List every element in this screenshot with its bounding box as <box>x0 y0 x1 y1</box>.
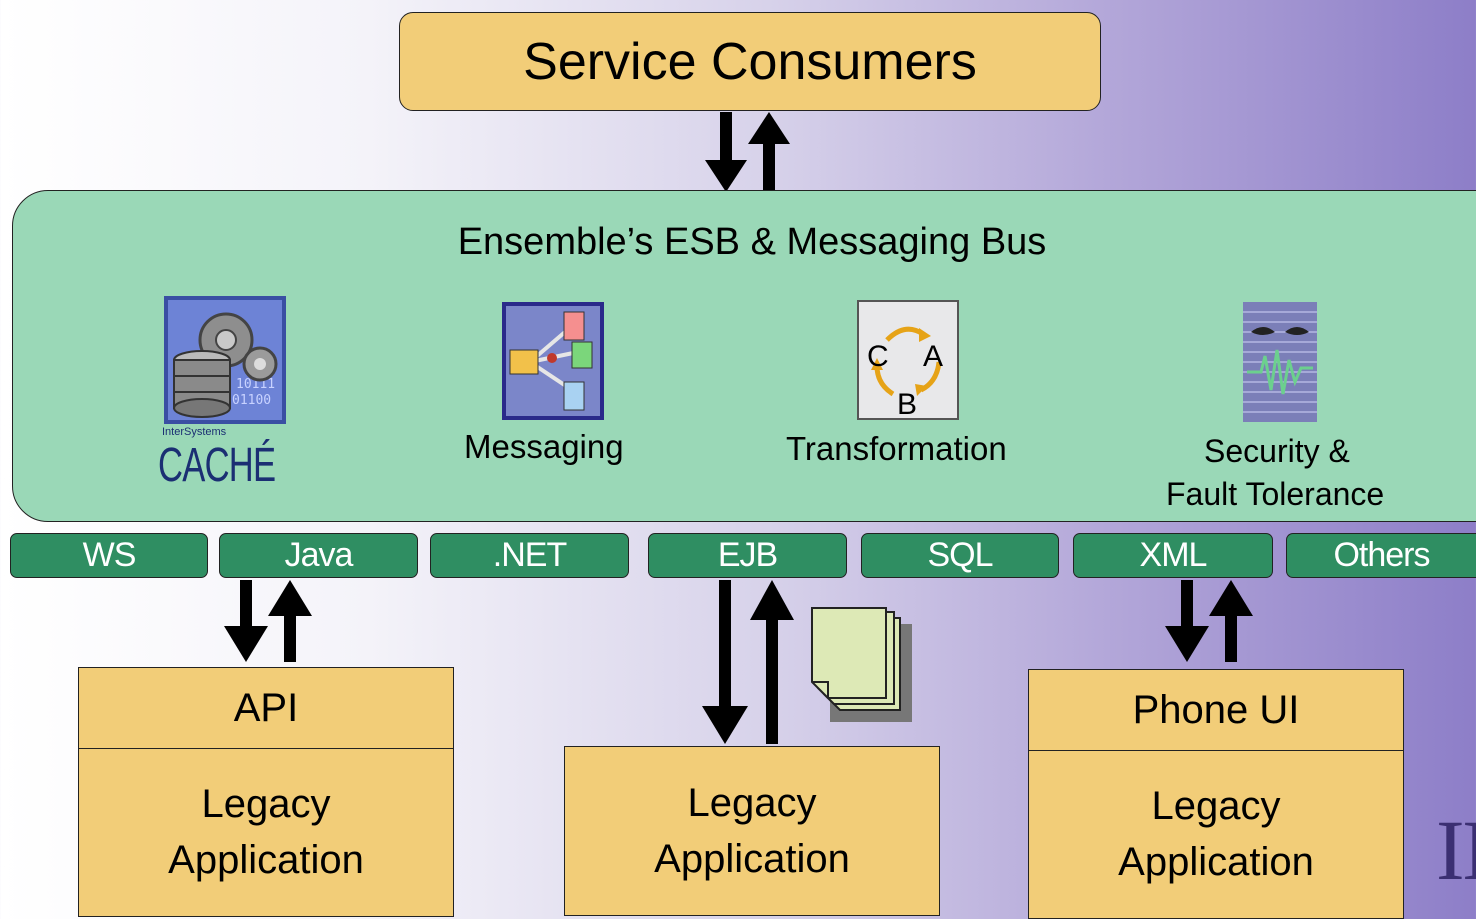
connector-others[interactable]: Others <box>1286 533 1476 578</box>
ejb-legacy-arrows <box>702 580 794 744</box>
connector-dotnet[interactable]: .NET <box>430 533 629 578</box>
phone-ui-interface: Phone UI <box>1029 670 1403 751</box>
document-stack-icon <box>811 607 912 722</box>
transformation-label: Transformation <box>786 430 1007 467</box>
bus-title: Ensemble’s ESB & Messaging Bus <box>457 221 1047 263</box>
connector-xml[interactable]: XML <box>1073 533 1273 578</box>
messaging-icon <box>502 302 604 420</box>
cache-brand: CACHÉ <box>158 439 276 492</box>
legacy-app-phone: Phone UI Legacy Application <box>1028 669 1404 919</box>
legacy-app-api: API Legacy Application <box>78 667 454 917</box>
java-api-arrows <box>224 580 312 662</box>
connector-java[interactable]: Java <box>219 533 418 578</box>
security-label: Security & <box>1204 433 1350 469</box>
connector-ws[interactable]: WS <box>10 533 208 578</box>
legacy-app-ejb: Legacy Application <box>564 746 940 916</box>
fault-tolerance-label: Fault Tolerance <box>1166 476 1385 512</box>
svg-text:10111: 10111 <box>236 377 275 392</box>
cache-icon: 10111 01100 <box>164 296 286 424</box>
connector-ejb[interactable]: EJB <box>648 533 847 578</box>
service-consumers-box: Service Consumers <box>399 12 1101 111</box>
messaging-label: Messaging <box>464 428 624 465</box>
svg-text:01100: 01100 <box>232 393 271 408</box>
connector-sql[interactable]: SQL <box>861 533 1059 578</box>
transform-glyph-a: A <box>923 340 943 373</box>
intersystems-logo-fragment: IN <box>1436 802 1476 898</box>
xml-phoneui-arrows <box>1165 580 1253 662</box>
legacy-application-label: Legacy Application <box>168 782 364 882</box>
transformation-icon: C A B <box>857 300 959 420</box>
consumer-bus-arrows <box>705 112 790 192</box>
legacy-application-label: Legacy Application <box>654 781 850 881</box>
legacy-application-label: Legacy Application <box>1118 784 1314 884</box>
api-interface: API <box>79 668 453 749</box>
transform-glyph-c: C <box>867 340 889 373</box>
transform-glyph-b: B <box>897 388 917 420</box>
cache-brand-top: InterSystems <box>162 426 227 438</box>
security-icon <box>1243 302 1317 422</box>
